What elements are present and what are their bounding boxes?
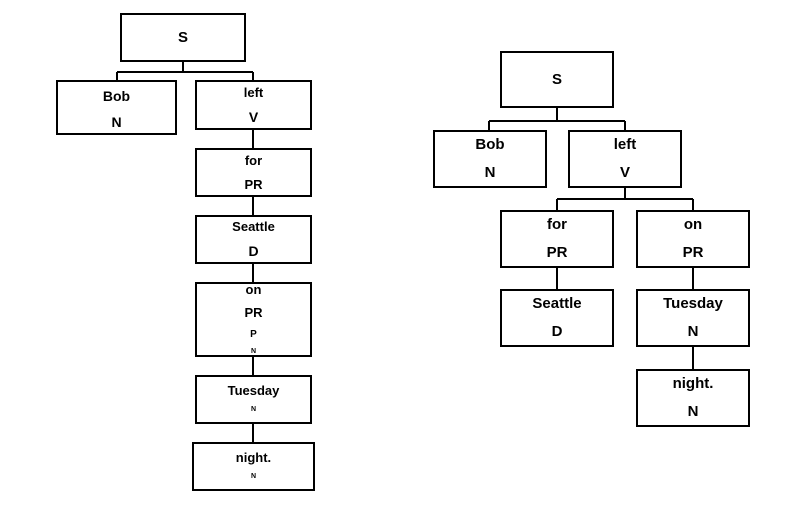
left-tree-for-node: for PR xyxy=(195,148,312,197)
node-tag: D xyxy=(248,243,259,259)
node-tag: N xyxy=(687,403,699,420)
node-word: night. xyxy=(235,450,272,465)
left-tree-root-node: S xyxy=(120,13,246,62)
node-subtag: P xyxy=(250,329,257,340)
right-tree-root-node: S xyxy=(500,51,614,108)
right-tree-tuesday-node: Tuesday N xyxy=(636,289,750,347)
node-tag: N xyxy=(687,323,699,340)
node-tag: N xyxy=(250,473,257,480)
node-label: S xyxy=(551,71,562,88)
node-word: for xyxy=(547,216,567,233)
left-tree-left-node: left V xyxy=(195,80,312,130)
right-tree-seattle-node: Seattle D xyxy=(500,289,614,347)
node-tag: N xyxy=(111,114,122,130)
node-word: on xyxy=(245,282,262,297)
right-tree-on-node: on PR xyxy=(636,210,750,268)
node-word: left xyxy=(613,136,637,153)
node-word: on xyxy=(683,216,703,233)
node-subtag: N xyxy=(250,348,257,355)
right-tree-night-node: night. N xyxy=(636,369,750,427)
node-tag: N xyxy=(484,164,496,181)
left-tree-night-node: night. N xyxy=(192,442,315,491)
edge-right-root-children xyxy=(488,107,626,131)
node-label: S xyxy=(177,29,188,46)
node-word: Tuesday xyxy=(663,295,723,312)
edge-left-root-children xyxy=(116,62,254,81)
node-tag: N xyxy=(250,406,257,413)
node-tag: V xyxy=(619,164,630,181)
right-tree-left-node: left V xyxy=(568,130,682,188)
right-tree-bob-node: Bob N xyxy=(433,130,547,188)
node-word: Bob xyxy=(102,88,131,104)
node-word: Seattle xyxy=(532,295,582,312)
edge-right-left-children xyxy=(556,187,694,211)
node-word: Bob xyxy=(475,136,505,153)
node-tag: PR xyxy=(682,244,704,261)
node-tag: V xyxy=(248,109,259,125)
left-tree-bob-node: Bob N xyxy=(56,80,177,135)
left-tree-on-node: on PR P N xyxy=(195,282,312,357)
node-word: left xyxy=(243,85,264,100)
left-tree-tuesday-node: Tuesday N xyxy=(195,375,312,424)
node-tag: PR xyxy=(244,305,263,320)
left-tree-seattle-node: Seattle D xyxy=(195,215,312,264)
node-tag: PR xyxy=(244,177,263,192)
node-word: Tuesday xyxy=(227,383,280,398)
right-tree-for-node: for PR xyxy=(500,210,614,268)
node-word: for xyxy=(244,153,263,168)
node-word: Seattle xyxy=(232,219,275,234)
node-tag: PR xyxy=(546,244,568,261)
node-tag: D xyxy=(551,323,563,340)
node-word: night. xyxy=(672,375,714,392)
